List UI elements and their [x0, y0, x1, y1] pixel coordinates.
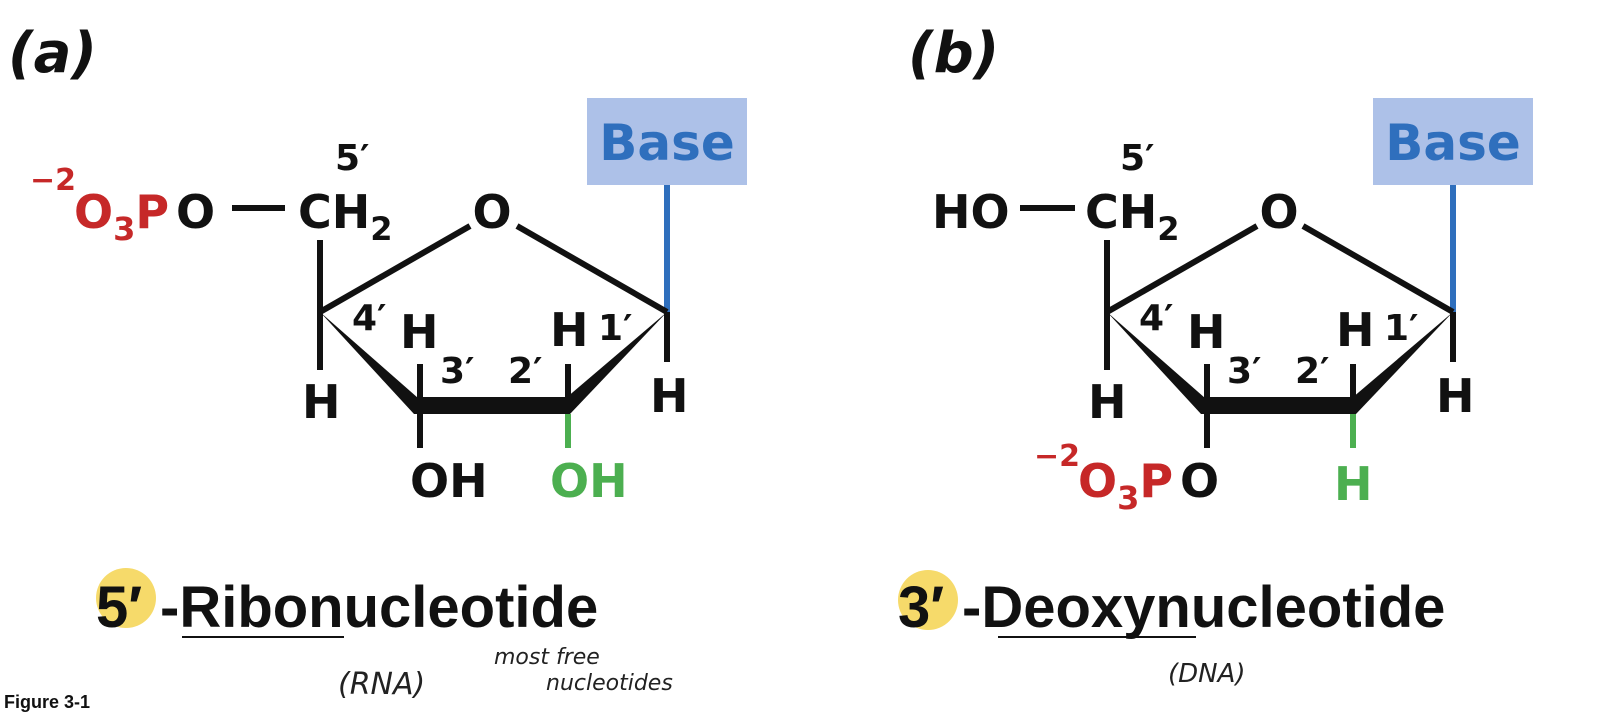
ch2-a: CH2: [298, 185, 393, 248]
phosphate-charge-b: −2: [1034, 439, 1080, 474]
hydrogen-2-b: H: [1334, 457, 1373, 511]
prime4-b: 4′: [1139, 298, 1174, 339]
hydroxyl-5-b: HO: [932, 185, 1010, 239]
title-prime-b: 3′: [898, 575, 944, 640]
panel-a-label: (a): [8, 21, 97, 86]
phosphate-oxygen-a: O: [176, 185, 215, 239]
bond-o-c1-b: [1301, 223, 1455, 315]
panel-b-label: (b): [908, 21, 999, 86]
h-c1-b: H: [1436, 369, 1475, 423]
note-dna: (DNA): [1168, 659, 1246, 689]
h-c3-b: H: [1187, 305, 1226, 359]
h-c3-a: H: [400, 305, 439, 359]
wedge-c4-c3-b: [1107, 312, 1205, 414]
hydroxyl-3-a: OH: [410, 454, 488, 508]
base-box-a: [587, 98, 747, 185]
wedge-c4-c3-a: [320, 312, 418, 414]
wedge-c1-c2-b: [1352, 312, 1453, 414]
note-rna: (RNA): [338, 667, 425, 702]
prime2-a: 2′: [508, 351, 543, 392]
hydroxyl-2-a: OH: [550, 454, 628, 508]
base-label-a: Base: [599, 114, 735, 172]
note-most-free: most free: [494, 645, 600, 670]
phosphate-charge-a: −2: [30, 163, 76, 198]
bond-c4-o-b: [1105, 223, 1259, 315]
phosphate-oxygen-b: O: [1180, 454, 1219, 508]
prime4-a: 4′: [352, 298, 387, 339]
highlight-3prime: [898, 570, 958, 630]
bond-o-c1-a: [515, 223, 669, 315]
ring-oxygen-a: O: [472, 185, 511, 239]
figure-caption: Figure 3-1: [4, 692, 90, 712]
ch2-b: CH2: [1085, 185, 1180, 248]
prime2-b: 2′: [1295, 351, 1330, 392]
prime1-a: 1′: [598, 308, 633, 349]
bond-c3-c2-a: [418, 397, 568, 414]
ring-oxygen-b: O: [1259, 185, 1298, 239]
highlight-5prime: [96, 568, 156, 628]
prime5-a: 5′: [335, 138, 370, 179]
title-a: -Ribonucleotide: [160, 575, 598, 640]
phosphate-group-a: O3P: [74, 185, 169, 248]
title-b: -Deoxynucleotide: [962, 575, 1445, 640]
base-box-b: [1373, 98, 1533, 185]
phosphate-group-b: O3P: [1078, 454, 1173, 517]
bond-c3-c2-b: [1205, 397, 1354, 414]
h-c1-a: H: [650, 369, 689, 423]
wedge-c1-c2-a: [566, 312, 667, 414]
h-c2-a: H: [550, 303, 589, 357]
panel-b: (b) Base O 5′ HO CH2 4′ H 3′ 2′ H 1′ H H…: [898, 21, 1533, 689]
prime3-a: 3′: [440, 351, 475, 392]
base-label-b: Base: [1385, 114, 1521, 172]
bond-c4-o-a: [318, 223, 472, 315]
h-c4-b: H: [1088, 375, 1127, 429]
h-c2-b: H: [1336, 303, 1375, 357]
h-c4-a: H: [302, 375, 341, 429]
panel-a: (a) Base O 5′ CH2 −2 O3P O 4′ H 3′ 2′ H …: [4, 21, 747, 712]
prime1-b: 1′: [1384, 308, 1419, 349]
prime3-b: 3′: [1227, 351, 1262, 392]
note-nucleotides: nucleotides: [546, 671, 673, 696]
prime5-b: 5′: [1120, 138, 1155, 179]
title-prime-a: 5′: [96, 575, 142, 640]
